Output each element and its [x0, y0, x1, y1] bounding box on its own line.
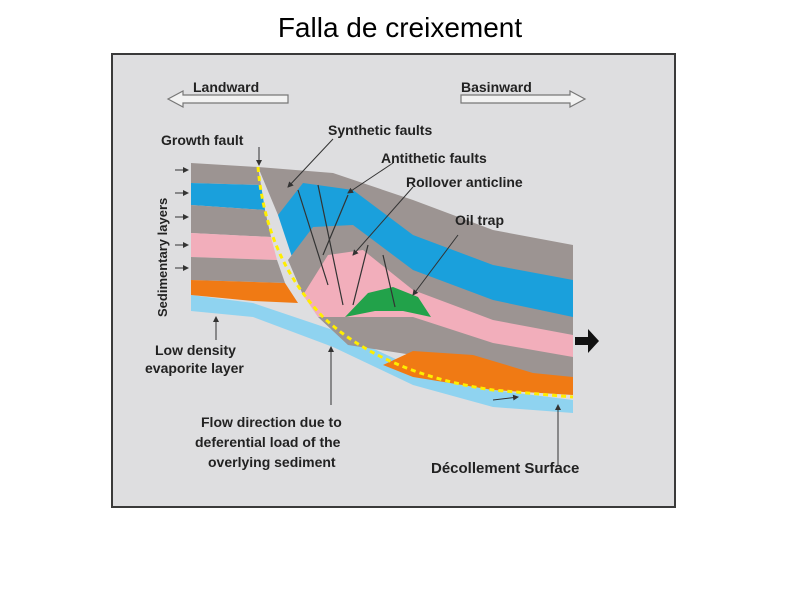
- sedimentary-layers-label: Sedimentary layers: [155, 198, 170, 317]
- growth-fault-diagram: Landward Basinward: [111, 53, 676, 508]
- low-density-label-line2: evaporite layer: [145, 360, 244, 376]
- landward-arrow-icon: [166, 90, 289, 108]
- growth-fault-line: [256, 166, 574, 399]
- low-density-label-line1: Low density: [155, 342, 236, 358]
- hangingwall-pink: [303, 250, 573, 365]
- flow-direction-label-line1: Flow direction due to: [201, 414, 342, 430]
- growth-fault-label: Growth fault: [161, 132, 244, 148]
- landward-label: Landward: [193, 79, 259, 95]
- flow-direction-label-line2: deferential load of the: [195, 434, 341, 450]
- decollement-surface-label: Décollement Surface: [431, 460, 579, 477]
- basinward-arrow-icon: [460, 90, 587, 108]
- page-title: Falla de creixement: [277, 12, 523, 43]
- oil-trap-shape: [345, 287, 431, 317]
- synthetic-faults-label: Synthetic faults: [328, 122, 432, 138]
- synthetic-antithetic-faults: [297, 184, 396, 308]
- evaporite-base: [191, 295, 573, 413]
- hangingwall-blue: [278, 183, 573, 327]
- footwall-grey-1: [191, 163, 261, 185]
- layer-tick-arrows: [175, 167, 189, 271]
- footwall-pink: [191, 233, 277, 260]
- rollover-anticline-label: Rollover anticline: [406, 174, 523, 190]
- footwall-orange: [191, 280, 298, 303]
- footwall-grey-3: [191, 257, 285, 283]
- leader-lines: [213, 138, 561, 465]
- hangingwall-orange: [383, 351, 573, 395]
- oil-trap-label: Oil trap: [455, 212, 504, 228]
- footwall-blue: [191, 183, 265, 210]
- basinward-label: Basinward: [461, 79, 532, 95]
- antithetic-faults-label: Antithetic faults: [381, 150, 487, 166]
- footwall-grey-2: [191, 205, 271, 237]
- flow-direction-label-line3: overlying sediment: [208, 454, 336, 470]
- outflow-arrow-icon: [575, 329, 599, 353]
- hangingwall-grey-low: [318, 317, 573, 380]
